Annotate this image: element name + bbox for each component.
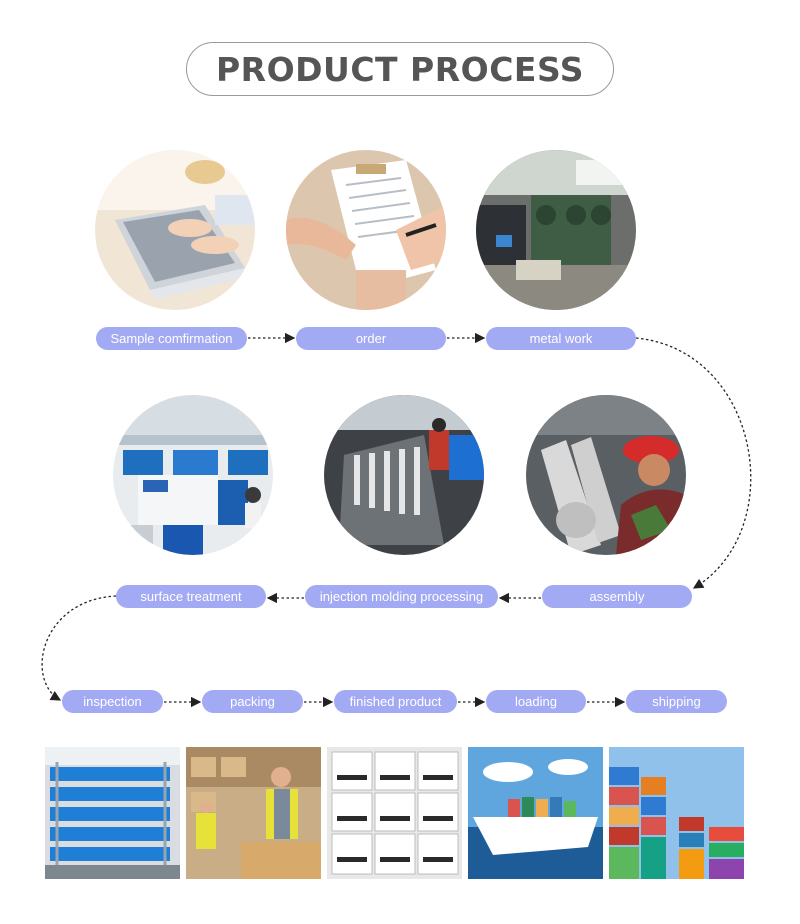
photo-laptop [95, 150, 255, 310]
factory-illustration [476, 150, 636, 310]
step-order: order [296, 327, 446, 350]
photo-packing [186, 747, 321, 879]
step-assembly: assembly [542, 585, 692, 608]
step-sample-confirmation: Sample comfirmation [96, 327, 247, 350]
step-metal-work: metal work [486, 327, 636, 350]
page-title: PRODUCT PROCESS [215, 49, 585, 89]
photo-inspection [45, 747, 180, 879]
inspection-rack-illustration [45, 747, 180, 879]
step-injection-molding: injection molding processing [305, 585, 498, 608]
photo-metal-work [476, 150, 636, 310]
photo-loading [468, 747, 603, 879]
laptop-illustration [95, 150, 255, 310]
order-illustration [286, 150, 446, 310]
arrow-3 [635, 337, 752, 589]
title-box: PRODUCT PROCESS [186, 42, 614, 96]
containers-illustration [609, 747, 744, 879]
step-loading: loading [486, 690, 586, 713]
step-surface-treatment: surface treatment [116, 585, 266, 608]
ship-illustration [468, 747, 603, 879]
step-packing: packing [202, 690, 303, 713]
warehouse-illustration [186, 747, 321, 879]
photo-finished-product [327, 747, 462, 879]
boxes-illustration [327, 747, 462, 879]
step-shipping: shipping [626, 690, 727, 713]
arrow-6 [41, 595, 117, 701]
photo-order [286, 150, 446, 310]
photo-shipping [609, 747, 744, 879]
step-finished-product: finished product [334, 690, 457, 713]
step-inspection: inspection [62, 690, 163, 713]
